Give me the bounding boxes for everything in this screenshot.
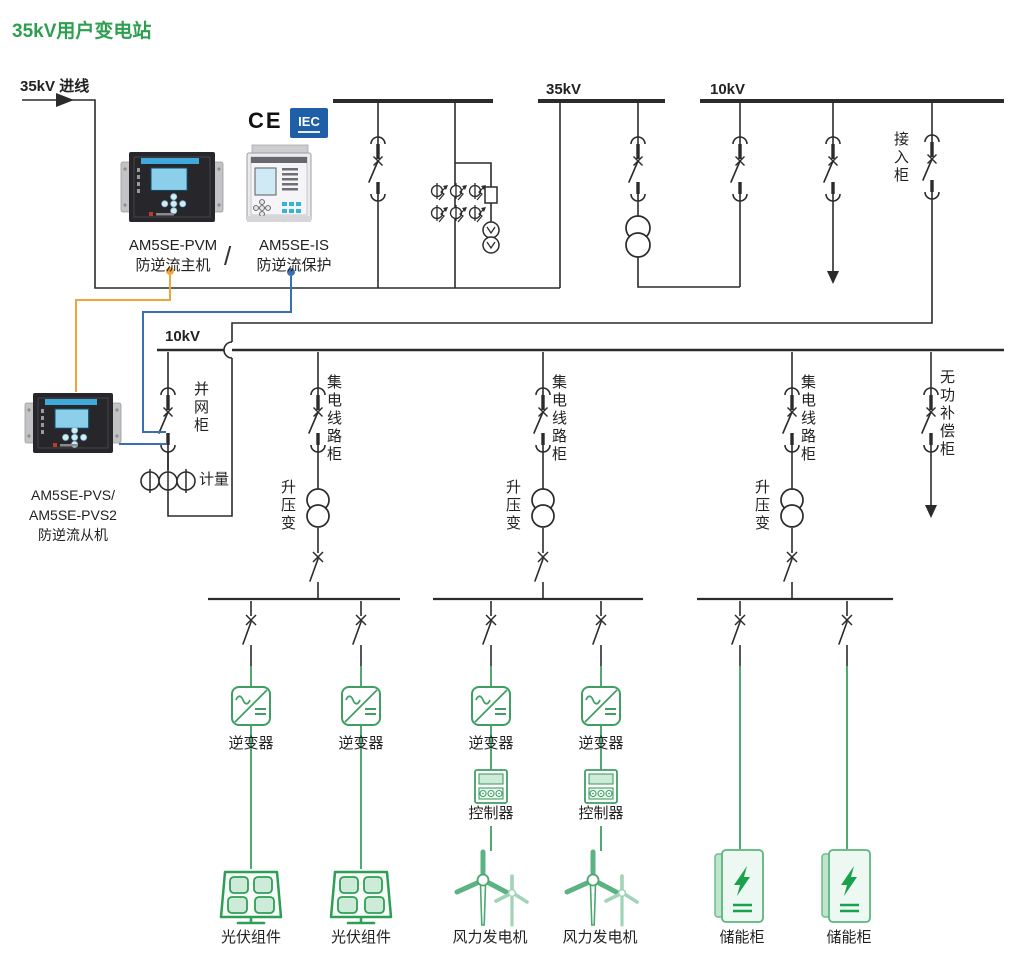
disconnect-icon (534, 551, 549, 582)
step-up-transformer-label-1: 升压变 (279, 479, 296, 533)
breaker-icon (158, 387, 176, 453)
disconnect-icon (352, 614, 367, 645)
inverter-label-2: 逆变器 (338, 735, 384, 752)
iec-badge-underline (298, 130, 320, 133)
disconnect-icon (838, 614, 853, 645)
breaker-icon (921, 387, 939, 453)
is-to-breaker-link (142, 276, 292, 433)
disconnect-icon (731, 614, 746, 645)
metering-ct-icons (140, 469, 196, 493)
ce-mark: CE (248, 108, 283, 133)
is-model-label: AM5SE-IS (258, 237, 330, 254)
reactive-compensation-label: 无功补偿柜 (938, 369, 955, 459)
storage-cabinet-icon (714, 849, 764, 923)
disconnect-icon (783, 551, 798, 582)
relay-am5se-is-image (246, 144, 312, 222)
wind-turbine-label-1: 风力发电机 (452, 929, 528, 946)
pvs-model-label-1: AM5SE-PVS/ (30, 487, 116, 503)
breaker-icon (308, 387, 326, 453)
controller-icon (584, 769, 618, 804)
wind-turbine-icon (564, 849, 639, 927)
iec-badge: IEC (290, 108, 328, 138)
bus-10kv-lower-label: 10kV (165, 328, 201, 345)
storage-cabinet-label-1: 储能柜 (719, 929, 765, 946)
line-hop (223, 341, 233, 359)
inverter-icon (341, 686, 381, 726)
storage-cabinet-label-2: 储能柜 (826, 929, 872, 946)
feeder-out-arrow-icon (827, 271, 839, 284)
storage-cabinet-icon (821, 849, 871, 923)
relay-am5se-pvm-image (120, 152, 224, 222)
controller-icon (474, 769, 508, 804)
pvs-role-label: 防逆流从机 (38, 527, 108, 543)
pvm-model-label: AM5SE-PVM (128, 237, 218, 254)
is-link-dot (287, 268, 295, 276)
fuse-icon (484, 186, 498, 204)
breaker-icon (922, 134, 940, 200)
relay-am5se-pvs-image (24, 393, 122, 453)
is-role-label: 防逆流保护 (256, 257, 332, 274)
disconnect-icon (482, 614, 497, 645)
inverter-icon (581, 686, 621, 726)
pvm-link-dot (166, 267, 174, 275)
controller-label-2: 控制器 (578, 805, 624, 822)
model-separator: / (224, 241, 232, 271)
bus-10kv-top-label: 10kV (710, 81, 746, 98)
pv-module-label-1: 光伏组件 (220, 929, 281, 946)
reactive-out-arrow-icon (925, 505, 937, 518)
pvm-role-label: 防逆流主机 (135, 257, 211, 274)
pv-module-icon (219, 870, 283, 925)
step-up-transformer-label-3: 升压变 (753, 479, 770, 533)
grid-tie-cabinet-label: 并网柜 (192, 381, 209, 435)
wind-turbine-label-2: 风力发电机 (562, 929, 638, 946)
inverter-label-3: 逆变器 (468, 735, 514, 752)
inverter-icon (231, 686, 271, 726)
breaker-icon (368, 136, 386, 202)
pvm-to-pvs-link (75, 275, 171, 392)
breaker-icon (533, 387, 551, 453)
incoming-line-label: 35kV 进线 (20, 78, 90, 95)
incoming-arrow-icon (56, 93, 74, 107)
transformers (306, 215, 804, 528)
step-up-transformer-label-2: 升压变 (504, 479, 521, 533)
collector-cabinet-label-3: 集电线路柜 (799, 374, 816, 464)
green-links (250, 666, 848, 869)
pv-module-icon (329, 870, 393, 925)
inverter-label-1: 逆变器 (228, 735, 274, 752)
page-title: 35kV用户变电站 (12, 21, 152, 42)
access-cabinet-label: 接入柜 (892, 131, 909, 185)
flow-arrows (56, 93, 937, 518)
disconnect-switches (242, 551, 853, 645)
disconnect-icon (592, 614, 607, 645)
inverter-icon (471, 686, 511, 726)
pv-module-label-2: 光伏组件 (330, 929, 391, 946)
busbars (157, 99, 1004, 601)
disconnect-icon (242, 614, 257, 645)
current-transformer-icons (430, 183, 486, 223)
wind-turbine-icon (454, 849, 529, 927)
disconnect-icon (309, 551, 324, 582)
comm-links (75, 267, 295, 445)
inverter-label-4: 逆变器 (578, 735, 624, 752)
voltage-transformer-icon (482, 186, 500, 254)
pvs-model-label-2: AM5SE-PVS2 (29, 507, 117, 523)
collector-cabinet-label-2: 集电线路柜 (550, 374, 567, 464)
bus-35kv-label: 35kV (546, 81, 582, 98)
breaker-icon (782, 387, 800, 453)
controller-label-1: 控制器 (468, 805, 514, 822)
breaker-icon (823, 136, 841, 202)
breaker-icon (628, 136, 646, 202)
collector-cabinet-label-1: 集电线路柜 (325, 374, 342, 464)
metering-label: 计量 (199, 471, 230, 488)
circuit-breakers (158, 134, 940, 453)
iec-badge-text: IEC (298, 113, 320, 129)
breaker-icon (730, 136, 748, 202)
